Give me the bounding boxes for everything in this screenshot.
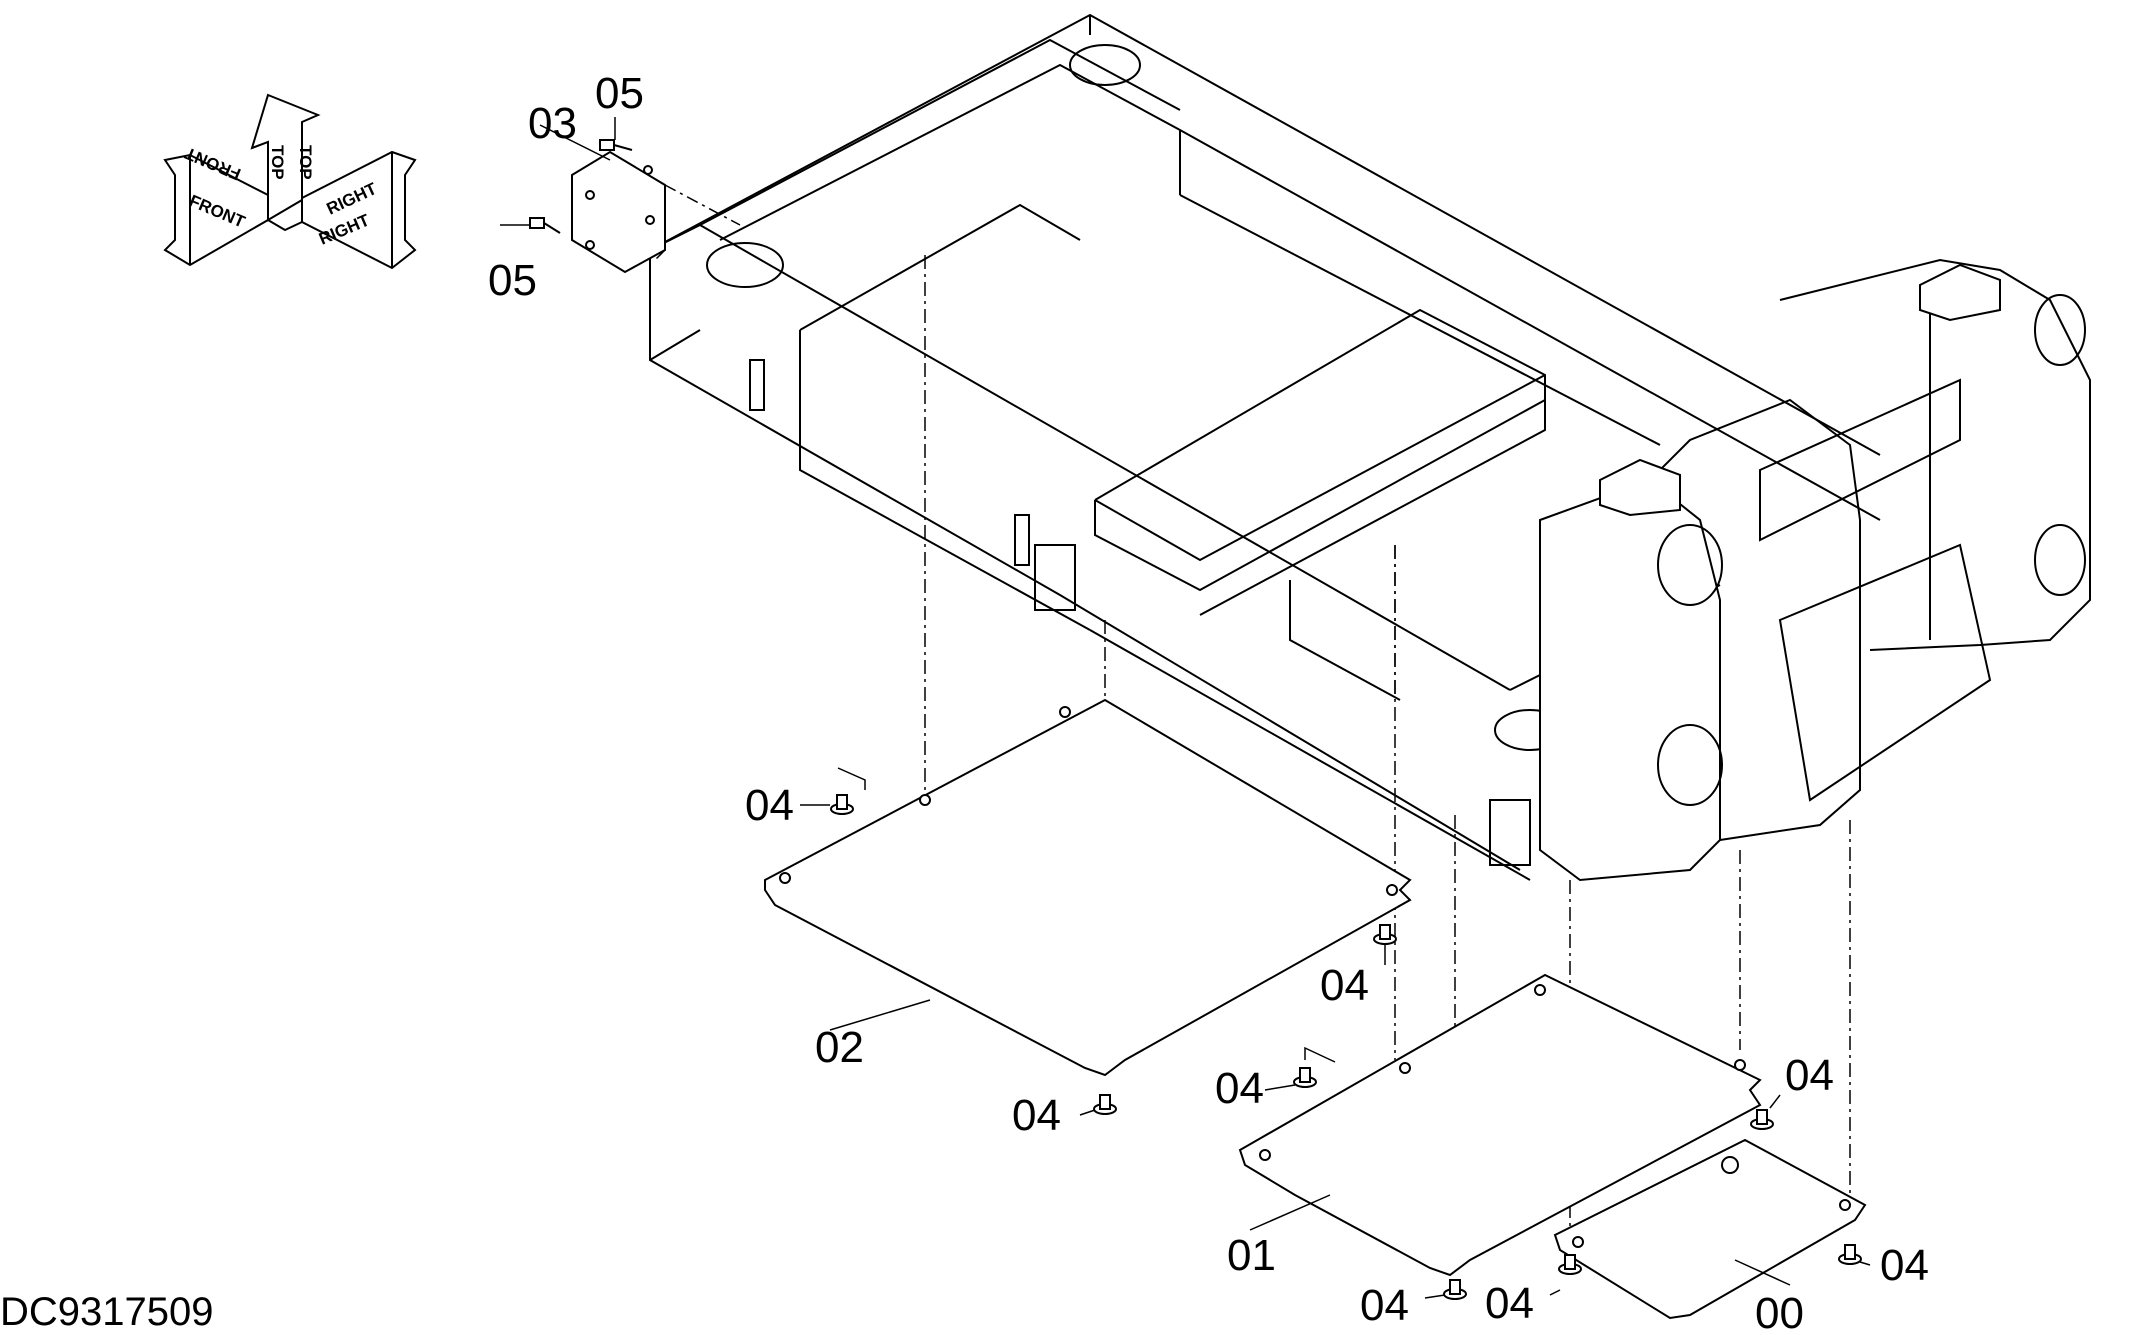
- callout-03: 03: [528, 99, 577, 148]
- callout-04: 04: [1012, 1091, 1061, 1140]
- cover-plate-03: [571, 150, 666, 274]
- orientation-top-label: TOP: [268, 145, 287, 180]
- callout-05: 05: [488, 256, 537, 305]
- orientation-top-label-2: TOP: [296, 145, 315, 180]
- right-arrow-icon: [301, 150, 417, 270]
- callout-01: 01: [1227, 1231, 1276, 1280]
- callout-04: 04: [1320, 961, 1369, 1010]
- callout-04: 04: [1880, 1241, 1929, 1290]
- frame-hole: [706, 242, 784, 288]
- frame-hole: [1069, 44, 1141, 86]
- leader-lines: [800, 767, 1871, 1299]
- plate-02: [764, 698, 1412, 1077]
- callout-02: 02: [815, 1023, 864, 1072]
- callout-00: 00: [1755, 1289, 1804, 1335]
- callout-04: 04: [1215, 1064, 1264, 1113]
- callout-04: 04: [745, 781, 794, 830]
- bolt-04: [830, 794, 1862, 1300]
- callout-04: 04: [1785, 1051, 1834, 1100]
- callout-05: 05: [595, 69, 644, 118]
- callout-04: 04: [1360, 1281, 1409, 1330]
- callout-04: 04: [1485, 1279, 1534, 1328]
- main-frame: [649, 13, 2091, 882]
- drawing-code: DC9317509: [0, 1290, 214, 1334]
- leader-lines-top: [500, 117, 741, 261]
- orientation-indicator: [163, 93, 417, 270]
- bolt-05: [529, 139, 633, 234]
- plate-00: [1553, 1138, 1867, 1320]
- plate-01: [1238, 973, 1762, 1277]
